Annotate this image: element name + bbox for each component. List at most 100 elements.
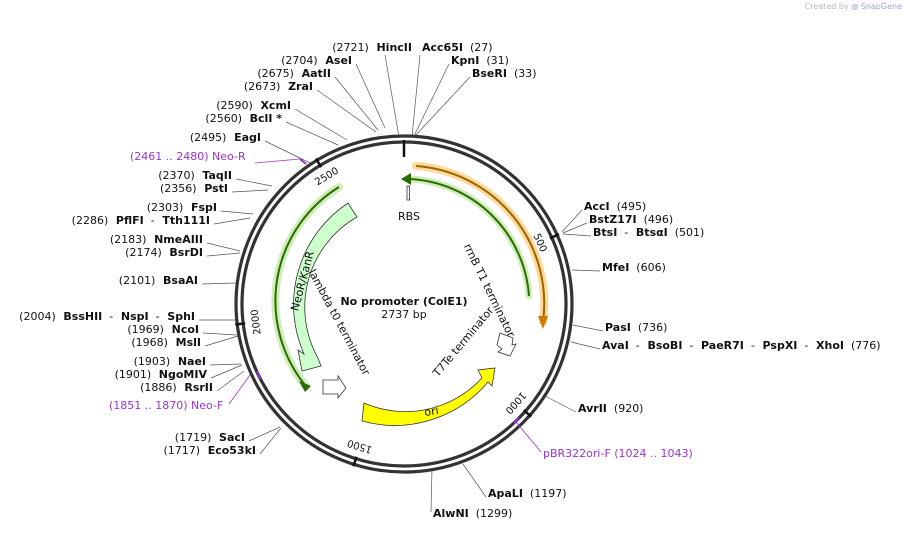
enzyme-name: NaeI [170, 355, 206, 368]
primer-label: (1851 .. 1870) Neo-F [109, 399, 223, 412]
site-label: (2286) PflFI - Tth111I [72, 214, 210, 227]
site-label: (2183) NmeAIII [110, 233, 203, 246]
primer-label: pBR322ori-F (1024 .. 1043) [543, 447, 693, 460]
site-position: - [102, 310, 113, 323]
enzyme-name: PaeR7I [693, 339, 744, 352]
site-position: (1719) [175, 431, 212, 444]
enzyme-name: BtsαI [628, 226, 668, 239]
tick-label: 2000 [250, 309, 264, 336]
site-label: (2101) BsaAI [119, 274, 198, 287]
enzyme-name: ZraI [280, 80, 313, 93]
t7te-terminator-icon [496, 332, 517, 357]
site-position: (606) [629, 261, 666, 274]
site-label: (2004) BssHII - NspI - SphI [19, 310, 195, 323]
enzyme-name: SacI [211, 431, 245, 444]
site-position: (2721) [332, 41, 369, 54]
enzyme-name: EagI [226, 131, 261, 144]
site-label: (1719) SacI [175, 431, 245, 444]
plasmid-size: 2737 bp [381, 308, 426, 321]
tick-mark [352, 456, 358, 467]
enzyme-name: BsrDI [162, 246, 203, 259]
site-position: (33) [507, 67, 537, 80]
site-position: (496) [637, 213, 674, 226]
site-label: (1901) NgoMIV [115, 368, 208, 381]
tick-mark [314, 157, 323, 168]
feature-label-ori: ori [424, 404, 440, 419]
site-position: (1903) [134, 355, 171, 368]
enzyme-name: AatII [294, 67, 331, 80]
feature-arrows [271, 162, 549, 426]
site-position: (1969) [127, 323, 164, 336]
enzyme-name: HincII [369, 41, 412, 54]
site-position: (2183) [110, 233, 147, 246]
plasmid-name: No promoter (ColE1) [340, 295, 467, 308]
enzyme-name: Eco53kI [200, 444, 256, 457]
plasmid-backbone [234, 134, 574, 474]
site-label: (2704) AseI [281, 54, 352, 67]
enzyme-name: ApaLI [488, 487, 523, 500]
snapgene-credit: Created by ◍ SnapGene [805, 2, 902, 11]
enzyme-name: KpnI [451, 54, 479, 67]
site-position: (2495) [190, 131, 227, 144]
enzyme-name: BsoBI [640, 339, 683, 352]
site-label: AvrII (920) [578, 402, 643, 415]
site-label: (1886) RsrII [140, 381, 213, 394]
enzyme-name: Tth111I [155, 214, 210, 227]
enzyme-name: FspI [183, 201, 217, 214]
site-position: (1197) [523, 487, 567, 500]
site-label: (2675) AatII [257, 67, 331, 80]
site-position: (2675) [257, 67, 294, 80]
site-label: Acc65I (27) [422, 41, 493, 54]
site-label: BstZ17I (496) [589, 213, 673, 226]
site-label: (1903) NaeI [134, 355, 206, 368]
enzyme-name: XhoI [808, 339, 844, 352]
site-position: (2370) [158, 169, 195, 182]
enzyme-name: NspI [113, 310, 148, 323]
site-label: (2721) HincII [332, 41, 412, 54]
credit-prefix: Created by [804, 2, 849, 11]
enzyme-name: PspXI [755, 339, 798, 352]
site-position: (2356) [160, 182, 197, 195]
enzyme-name: Acc65I [422, 41, 463, 54]
primer-labels: (2461 .. 2480) Neo-R (1851 .. 1870) Neo-F… [109, 150, 693, 460]
enzyme-name: BtsI [593, 226, 617, 239]
tick-mark [235, 322, 246, 326]
enzyme-name: MfeI [602, 261, 629, 274]
enzyme-name: AseI [318, 54, 352, 67]
enzyme-name: BstZ17I [589, 213, 637, 226]
lambda-t0-terminator-icon [322, 374, 347, 400]
primer-label: (2461 .. 2480) Neo-R [130, 150, 246, 163]
site-position: - [797, 339, 808, 352]
enzyme-name: AvaI [602, 339, 629, 352]
enzyme-name: PstI [197, 182, 228, 195]
site-label: ApaLI (1197) [488, 487, 567, 500]
site-position: (1299) [469, 507, 513, 520]
site-label: PasI (736) [605, 321, 667, 334]
enzyme-name: XcmI [253, 99, 291, 112]
site-position: (2673) [244, 80, 281, 93]
enzyme-name: NmeAIII [146, 233, 203, 246]
leader-lines [199, 54, 604, 513]
site-label: (2303) FspI [147, 201, 217, 214]
site-position: (2174) [125, 246, 162, 259]
enzyme-name: NgoMIV [151, 368, 207, 381]
tick-mark [522, 409, 533, 418]
snapgene-logo-icon: ◍ [851, 2, 859, 11]
site-position: - [744, 339, 755, 352]
site-label: (2673) ZraI [244, 80, 313, 93]
site-label: (2174) BsrDI [125, 246, 203, 259]
site-position: - [144, 214, 155, 227]
site-label: (1969) NcoI [127, 323, 199, 336]
site-position: (920) [607, 402, 644, 415]
site-label: (2560) BclI * [205, 112, 282, 125]
site-position: (2560) [205, 112, 242, 125]
enzyme-name: BssHII [56, 310, 103, 323]
enzyme-name: BsaAI [155, 274, 198, 287]
enzyme-name: MslI [168, 336, 201, 349]
site-label: (2590) XcmI [216, 99, 291, 112]
site-position: (736) [631, 321, 668, 334]
site-position: (2303) [147, 201, 184, 214]
site-label: AccI (495) [584, 200, 646, 213]
enzyme-name: NcoI [164, 323, 199, 336]
site-label: BtsI - BtsαI (501) [593, 226, 704, 239]
